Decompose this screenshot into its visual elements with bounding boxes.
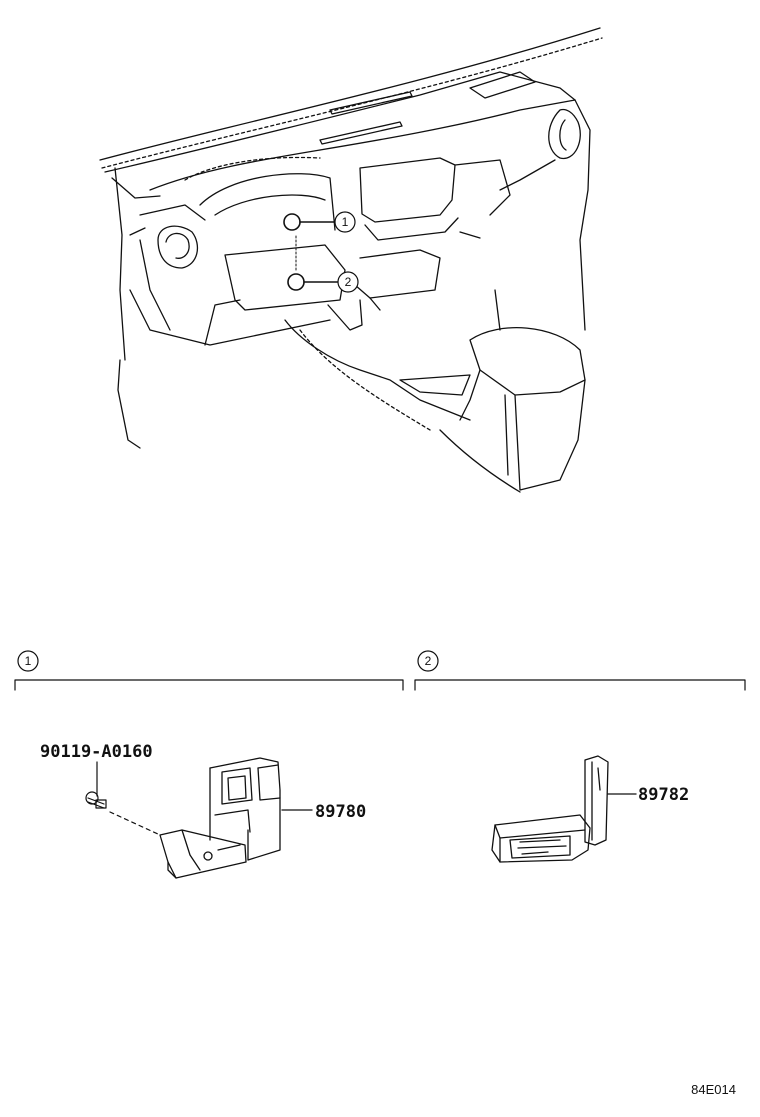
dashboard-callout-2-label: 2 xyxy=(345,275,352,289)
part-number-sensor: 89780 xyxy=(315,802,366,822)
panel-2-header: 2 xyxy=(417,650,439,672)
panel-1-header: 1 xyxy=(17,650,39,672)
panel-2-number: 2 xyxy=(425,654,432,668)
part-number-bolt: 90119-A0160 xyxy=(40,742,153,762)
panel-1-number: 1 xyxy=(25,654,32,668)
location-marker-2 xyxy=(287,273,305,291)
dashboard-illustration xyxy=(99,27,603,493)
dashboard-callout-markers xyxy=(283,213,339,291)
panel-brackets xyxy=(14,679,746,691)
ecu-module-illustration xyxy=(491,755,609,863)
drawing-code: 84E014 xyxy=(691,1082,736,1097)
sensor-bracket-illustration xyxy=(159,757,281,879)
dashboard-callout-1-label: 1 xyxy=(342,215,349,229)
dashboard-callout-2: 2 xyxy=(337,271,359,293)
part-number-ecu: 89782 xyxy=(638,785,689,805)
bolt-illustration xyxy=(85,761,161,836)
location-marker-1 xyxy=(283,213,301,231)
dashboard-callout-1: 1 xyxy=(334,211,356,233)
